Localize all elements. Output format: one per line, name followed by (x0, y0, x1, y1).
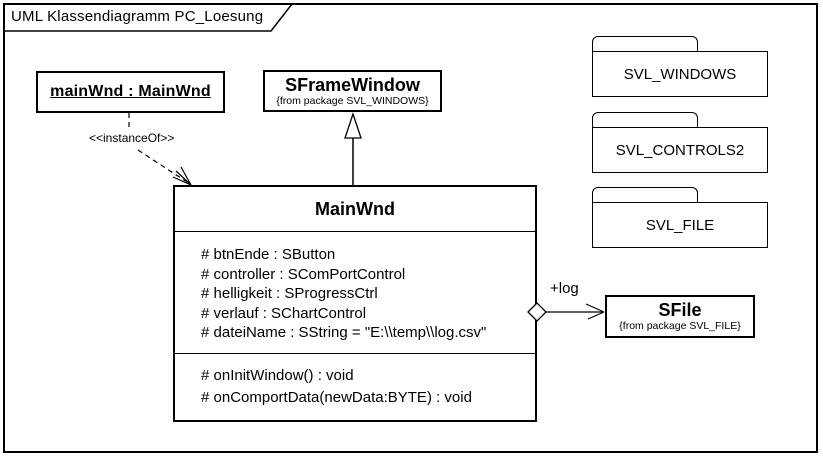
attribute-line: # controller : SComPortControl (201, 265, 406, 283)
package-name: SVL_WINDOWS (592, 51, 768, 97)
package-name: SVL_CONTROLS2 (592, 127, 768, 173)
aggregation-connector[interactable] (527, 302, 605, 322)
class-box-mainwnd[interactable]: MainWnd # btnEnde : SButton # controller… (173, 185, 537, 422)
attribute-line: # btnEnde : SButton (201, 246, 336, 263)
generalization-connector[interactable] (344, 111, 362, 185)
class-name-mainwnd: MainWnd (315, 198, 395, 219)
class-box-sframewindow[interactable]: SFrameWindow {from package SVL_WINDOWS} (263, 70, 442, 112)
diagram-frame-title: UML Klassendiagramm PC_Loesung (11, 8, 264, 25)
package-note-sframewindow: {from package SVL_WINDOWS} (276, 94, 429, 107)
package-note-sfile: {from package SVL_FILE} (619, 320, 741, 332)
class-name-sfile: SFile (658, 300, 702, 320)
method-line: # onInitWindow() : void (201, 367, 354, 384)
object-box-mainwnd[interactable]: mainWnd : MainWnd (36, 71, 225, 113)
package-name: SVL_FILE (592, 202, 768, 248)
aggregation-role-label: +log (550, 280, 579, 297)
instanceof-connector[interactable] (128, 113, 192, 186)
attribute-line: # dateiName : SString = "E:\\temp\\log.c… (201, 324, 487, 341)
attribute-line: # verlauf : SChartControl (201, 304, 367, 322)
methods-compartment: # onInitWindow() : void # onComportData(… (175, 353, 535, 420)
object-label: mainWnd : MainWnd (50, 83, 211, 100)
package-tab-icon (592, 112, 698, 128)
package-tab-icon (592, 36, 698, 52)
attributes-compartment: # btnEnde : SButton # controller : SComP… (175, 231, 535, 353)
instanceof-stereotype-label: <<instanceOf>> (87, 131, 177, 145)
class-box-sfile[interactable]: SFile {from package SVL_FILE} (605, 295, 755, 338)
package-tab-icon (592, 187, 698, 203)
attribute-line: # helligkeit : SProgressCtrl (201, 285, 378, 302)
method-line: # onComportData(newData:BYTE) : void (201, 389, 472, 406)
class-name-sframewindow: SFrameWindow (285, 74, 420, 95)
